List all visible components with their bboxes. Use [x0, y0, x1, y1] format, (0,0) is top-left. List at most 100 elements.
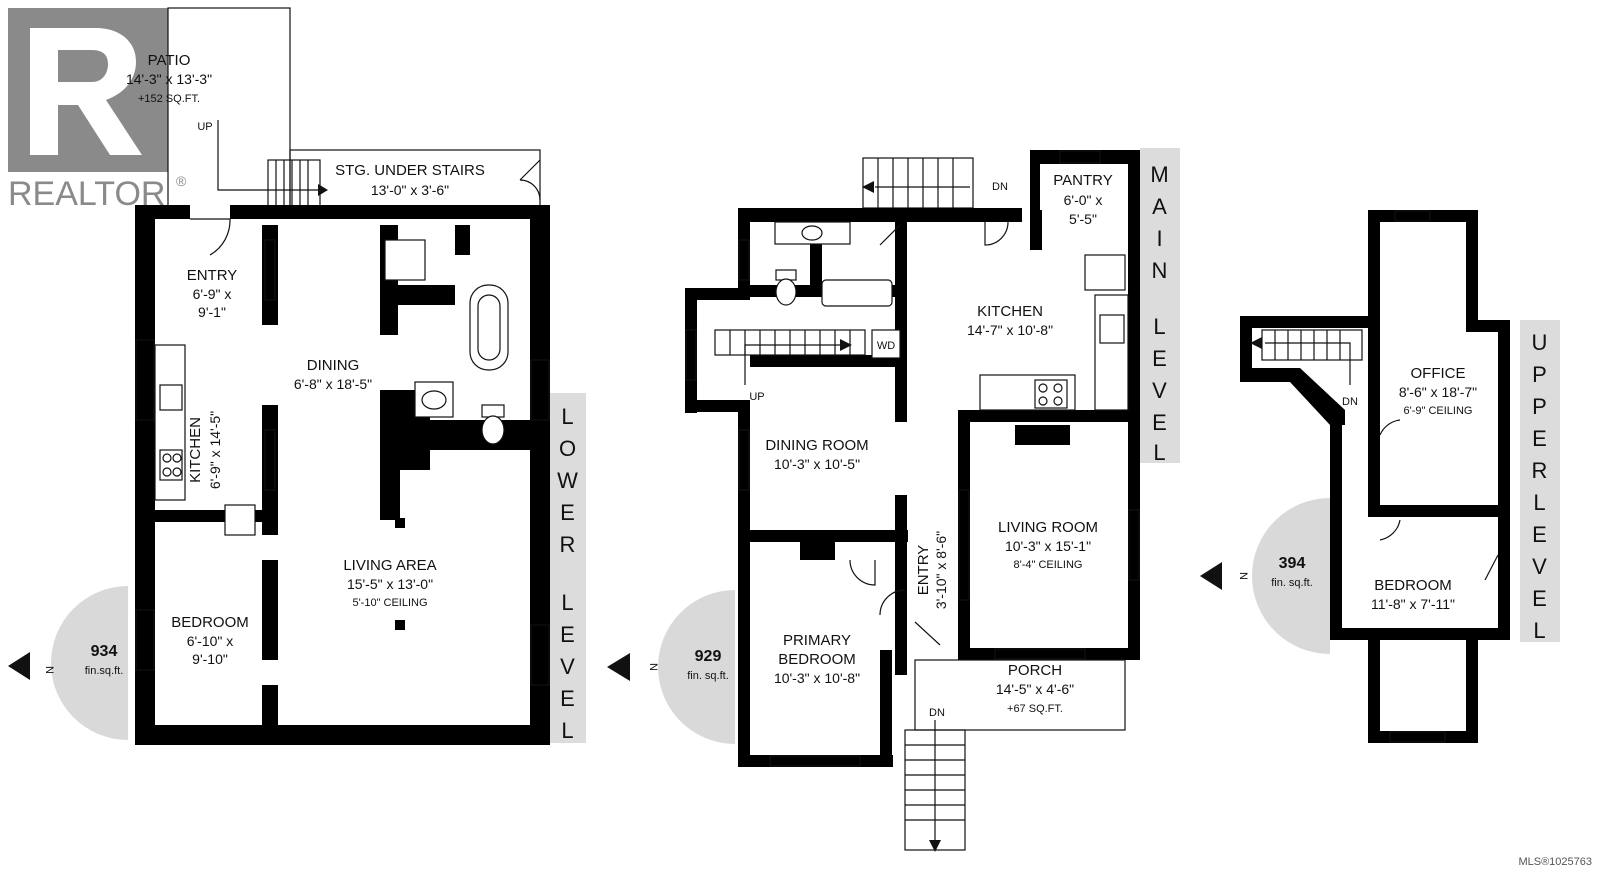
lower-wall-left — [135, 205, 155, 745]
svg-text:L: L — [561, 404, 574, 429]
svg-text:R: R — [560, 532, 577, 557]
svg-text:L: L — [561, 590, 574, 615]
main-kitchen-label: KITCHEN — [977, 303, 1043, 320]
main-level-plan: WD — [607, 148, 1180, 852]
main-entry-dims: 3'-10" x 8'-6" — [933, 531, 949, 609]
storage-dims: 13'-0" x 3'-6" — [371, 182, 449, 198]
porch-dims: 14'-5" x 4'-6" — [996, 681, 1074, 697]
svg-text:O: O — [559, 436, 577, 461]
living-area-label: LIVING AREA — [343, 557, 436, 574]
upper-compass-disc — [1252, 498, 1330, 654]
svg-text:R: R — [1532, 458, 1549, 483]
lower-bedroom-dims1: 6'-10" x — [187, 633, 234, 649]
storage-label: STG. UNDER STAIRS — [335, 162, 485, 179]
porch-stairs — [904, 720, 966, 852]
main-compass-n: N — [647, 663, 659, 671]
upper-level-plan: DN OFFICE 8'-6" x 18'-7" 6'-9" CEILING B… — [1200, 210, 1560, 743]
dining-room-label: DINING ROOM — [765, 437, 868, 454]
patio-dims: 14'-3" x 13'-3" — [126, 71, 212, 87]
main-level-tab-text: M A I N L E V E L — [1150, 162, 1169, 465]
svg-text:E: E — [560, 686, 576, 711]
lower-sqft-unit: fin.sq.ft. — [85, 665, 124, 677]
realtor-logo: REALTOR ® — [8, 8, 187, 213]
lower-wall-bottom — [135, 725, 550, 745]
mls-number: MLS®1025763 — [1518, 856, 1592, 868]
office-ceiling: 6'-9" CEILING — [1404, 405, 1473, 417]
main-compass-disc — [658, 590, 735, 744]
lower-kitchen-label: KITCHEN — [187, 417, 204, 483]
svg-text:E: E — [1532, 586, 1548, 611]
wd-label: WD — [877, 340, 895, 352]
main-interior-stairs — [714, 329, 866, 385]
dining-room-dims: 10'-3" x 10'-5" — [774, 456, 860, 472]
storage-outline — [289, 149, 541, 211]
realtor-registered-mark: ® — [176, 173, 187, 189]
lower-dining-label: DINING — [307, 357, 360, 374]
lower-bedroom-dims2: 9'-10" — [192, 651, 228, 667]
patio-up-label: UP — [197, 121, 212, 133]
lower-entry-dims1: 6'-9" x — [193, 286, 232, 302]
upper-north-arrow-icon — [1200, 562, 1222, 590]
lower-level-tab — [550, 393, 586, 743]
main-bathtub-icon — [821, 279, 893, 307]
living-area-dims: 15'-5" x 13'-0" — [347, 576, 433, 592]
lower-compass-disc — [51, 586, 128, 740]
lower-bedroom-label: BEDROOM — [171, 614, 249, 631]
svg-text:V: V — [560, 654, 576, 679]
svg-text:M: M — [1150, 162, 1169, 187]
main-dn-top-label: DN — [992, 181, 1008, 193]
main-kitchen-sink-icon — [1099, 314, 1125, 344]
office-label: OFFICE — [1411, 365, 1466, 382]
main-sqft-unit: fin. sq.ft. — [687, 670, 729, 682]
main-kitchen-dims: 14'-7" x 10'-8" — [967, 322, 1053, 338]
upper-stairs — [1250, 329, 1363, 385]
svg-text:L: L — [561, 718, 574, 743]
svg-text:U: U — [1532, 330, 1549, 355]
living-room-dims: 10'-3" x 15'-1" — [1005, 538, 1091, 554]
upper-bedroom-label: BEDROOM — [1374, 577, 1452, 594]
upper-level-tab-text: U P P E R L E V E L — [1532, 330, 1549, 643]
patio-extra: +152 SQ.FT. — [138, 93, 200, 105]
main-entry-label: ENTRY — [915, 545, 932, 596]
svg-text:E: E — [560, 500, 576, 525]
laundry-icon — [384, 239, 426, 281]
lower-wall-top — [135, 205, 550, 219]
upper-dn-label: DN — [1342, 396, 1358, 408]
svg-text:L: L — [1533, 490, 1546, 515]
lower-compass-n: N — [43, 666, 55, 674]
lower-level-tab-text: L O W E R L E V E L — [557, 404, 578, 743]
living-area-ceiling: 5'-10" CEILING — [352, 597, 427, 609]
lower-wall-right — [530, 205, 550, 745]
office-dims: 8'-6" x 18'-7" — [1399, 384, 1477, 400]
toilet-icon — [481, 404, 505, 418]
svg-text:I: I — [1156, 226, 1163, 251]
primary-bedroom-dims: 10'-3" x 10'-8" — [774, 670, 860, 686]
porch-extra: +67 SQ.FT. — [1007, 703, 1063, 715]
svg-text:P: P — [1532, 394, 1548, 419]
lower-kitchen-dims: 6'-9" x 14'-5" — [207, 411, 223, 489]
svg-text:N: N — [1152, 258, 1169, 283]
svg-text:V: V — [1152, 378, 1168, 403]
upper-sqft-unit: fin. sq.ft. — [1271, 577, 1313, 589]
svg-text:A: A — [1152, 194, 1168, 219]
svg-text:E: E — [1152, 346, 1168, 371]
lower-level-plan: PATIO 14'-3" x 13'-3" +152 SQ.FT. UP STG… — [8, 7, 586, 745]
porch-outline — [914, 659, 1126, 731]
lower-sqft-value: 934 — [91, 643, 118, 660]
patio-stairs — [217, 120, 328, 213]
living-room-label: LIVING ROOM — [998, 519, 1098, 536]
primary-bedroom-label-1: PRIMARY — [783, 632, 851, 649]
svg-text:L: L — [1153, 314, 1166, 339]
main-up-label: UP — [749, 391, 764, 403]
svg-text:E: E — [1152, 410, 1168, 435]
svg-text:E: E — [560, 622, 576, 647]
main-top-stairs — [862, 157, 974, 209]
kitchen-sink-icon — [159, 384, 183, 411]
washer-dryer-icon — [871, 329, 901, 359]
patio-label: PATIO — [148, 52, 191, 69]
lower-north-arrow-icon — [8, 652, 30, 680]
svg-text:P: P — [1532, 362, 1548, 387]
main-level-tab — [1140, 148, 1180, 463]
lower-entry-label: ENTRY — [187, 267, 238, 284]
